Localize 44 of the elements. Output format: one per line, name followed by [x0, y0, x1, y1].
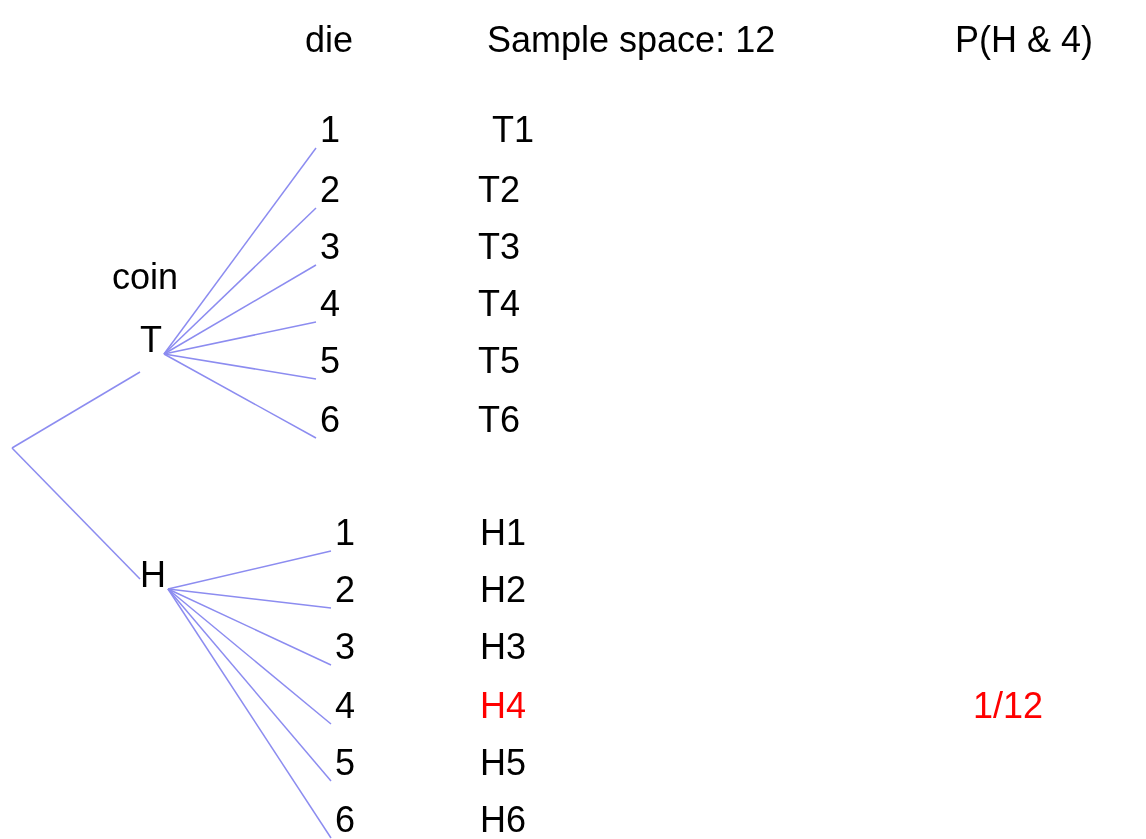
tree-branch [163, 264, 317, 355]
sample-outcome: T1 [492, 112, 534, 148]
coin-outcome: T [140, 322, 162, 358]
tree-branch [163, 321, 317, 355]
sample-outcome: T4 [478, 286, 520, 322]
sample-outcome: H2 [480, 572, 527, 608]
tree-branch [167, 588, 332, 839]
die-outcome: 4 [335, 688, 356, 724]
sample-outcome: T3 [478, 229, 520, 265]
die-outcome: 3 [335, 629, 356, 665]
tree-branch [11, 447, 141, 580]
die-outcome: 2 [335, 572, 356, 608]
die-outcome: 5 [335, 745, 356, 781]
die-outcome: 1 [335, 515, 356, 551]
sample-outcome: T6 [478, 402, 520, 438]
tree-branch [163, 147, 317, 355]
sample-outcome: H1 [480, 515, 527, 551]
die-outcome: 3 [320, 229, 341, 265]
sample-outcome: H6 [480, 802, 527, 838]
sample-outcome: H4 [480, 688, 527, 724]
tree-branch [163, 207, 317, 355]
die-outcome: 4 [320, 286, 341, 322]
tree-branch [163, 353, 317, 380]
coin-outcome: H [140, 557, 166, 593]
tree-branch [167, 588, 332, 609]
sample-outcome: H5 [480, 745, 527, 781]
column-heading: die [305, 22, 354, 58]
die-outcome: 5 [320, 343, 341, 379]
sample-outcome: T5 [478, 343, 520, 379]
tree-branch [163, 353, 317, 439]
tree-branch [167, 588, 332, 666]
probability-value: 1/12 [973, 688, 1044, 724]
die-outcome: 6 [320, 402, 341, 438]
tree-branch [11, 371, 141, 449]
die-outcome: 1 [320, 112, 341, 148]
column-heading: Sample space: 12 [487, 22, 776, 58]
tree-branch [167, 550, 332, 590]
sample-outcome: T2 [478, 172, 520, 208]
tree-branch [167, 588, 332, 725]
column-heading: coin [112, 259, 179, 295]
sample-outcome: H3 [480, 629, 527, 665]
die-outcome: 2 [320, 172, 341, 208]
column-heading: P(H & 4) [955, 22, 1094, 58]
die-outcome: 6 [335, 802, 356, 838]
